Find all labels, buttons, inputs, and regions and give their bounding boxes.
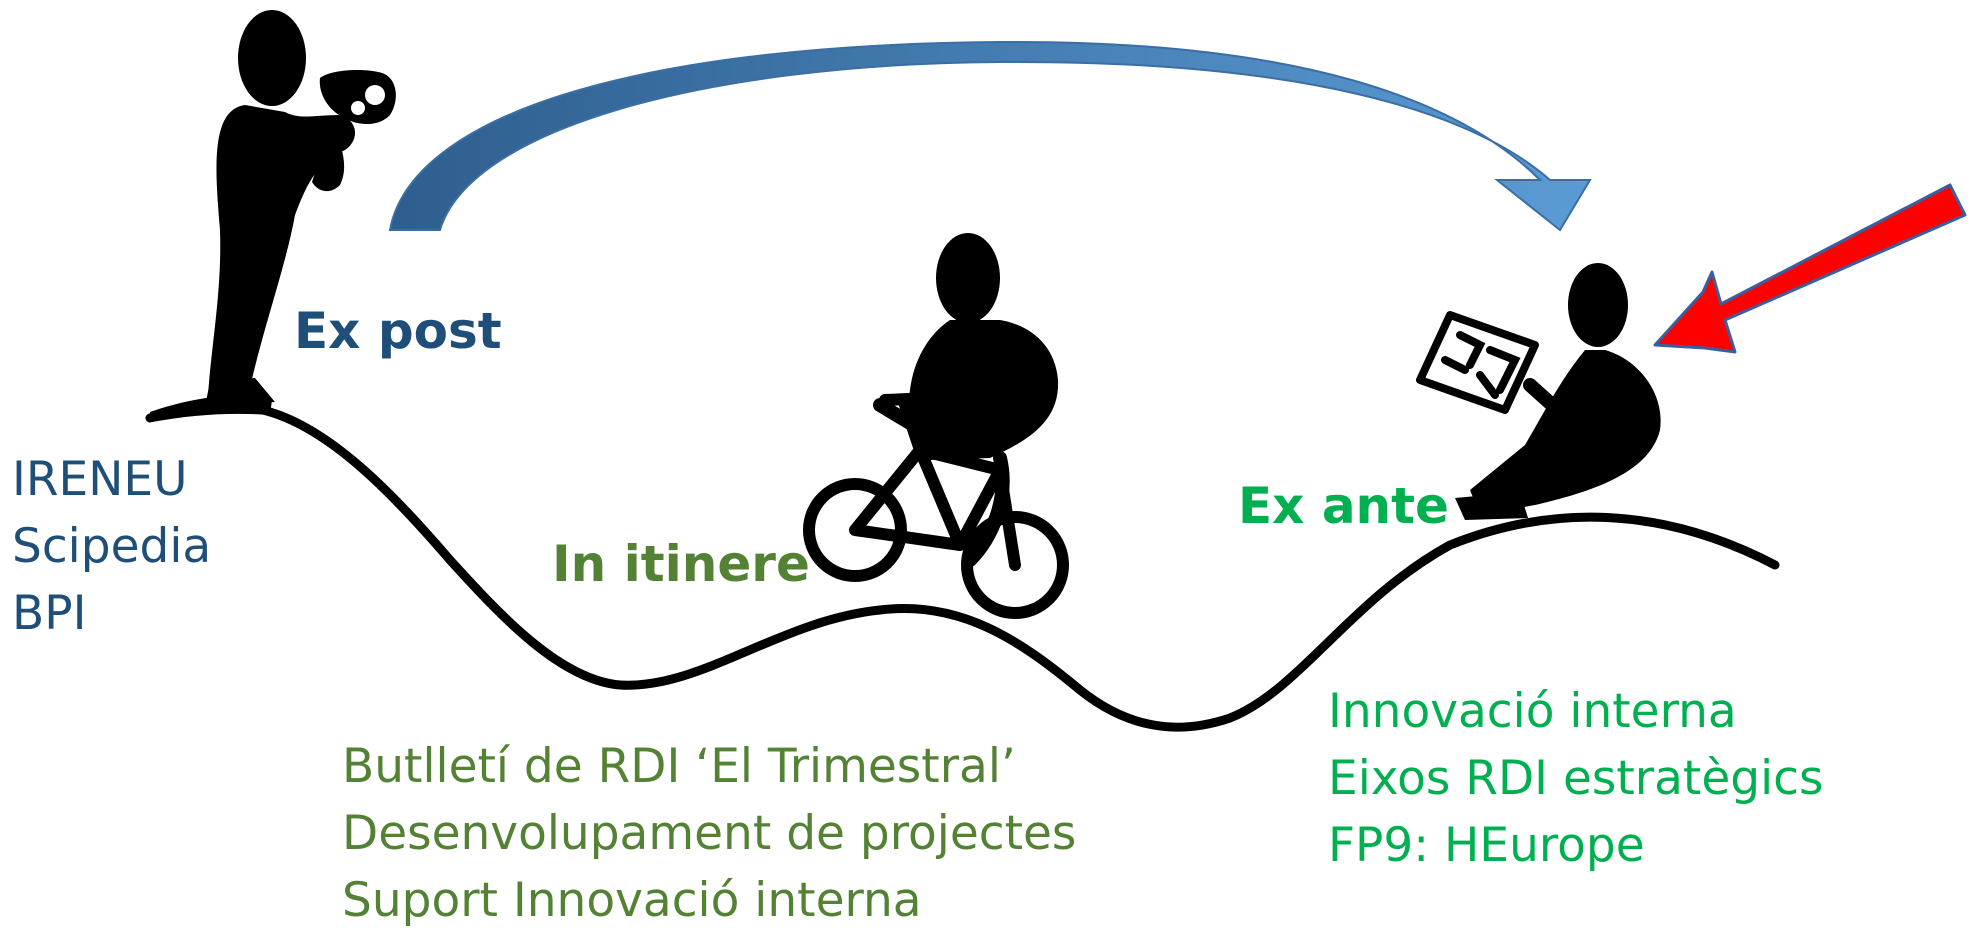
- curved-arrow: [388, 40, 1592, 232]
- list-item: FP9: HEurope: [1328, 818, 1645, 873]
- list-item: Suport Innovació interna: [342, 873, 922, 928]
- map-reader-icon: [1416, 263, 1661, 520]
- pointer-arrow: [1653, 183, 1967, 354]
- stage-label-ex-post: Ex post: [294, 302, 502, 360]
- list-item: IRENEU: [12, 452, 188, 507]
- list-item: Butlletí de RDI ‘El Trimestral’: [342, 739, 1016, 794]
- stage-label-ex-ante: Ex ante: [1238, 477, 1449, 535]
- list-item: Eixos RDI estratègics: [1328, 751, 1824, 806]
- list-item: BPI: [12, 586, 87, 641]
- list-item: Desenvolupament de projectes: [342, 806, 1077, 861]
- cyclist-icon: [803, 233, 1069, 619]
- in-itinere-items: Butlletí de RDI ‘El Trimestral’ Desenvol…: [342, 733, 1076, 934]
- ex-post-items: IRENEU Scipedia BPI: [12, 446, 211, 647]
- list-item: Innovació interna: [1328, 684, 1737, 739]
- list-item: Scipedia: [12, 519, 212, 574]
- terrain-line: [145, 400, 1780, 732]
- photographer-icon: [150, 10, 396, 422]
- ex-ante-items: Innovació interna Eixos RDI estratègics …: [1328, 678, 1823, 879]
- stage-label-in-itinere: In itinere: [552, 535, 810, 593]
